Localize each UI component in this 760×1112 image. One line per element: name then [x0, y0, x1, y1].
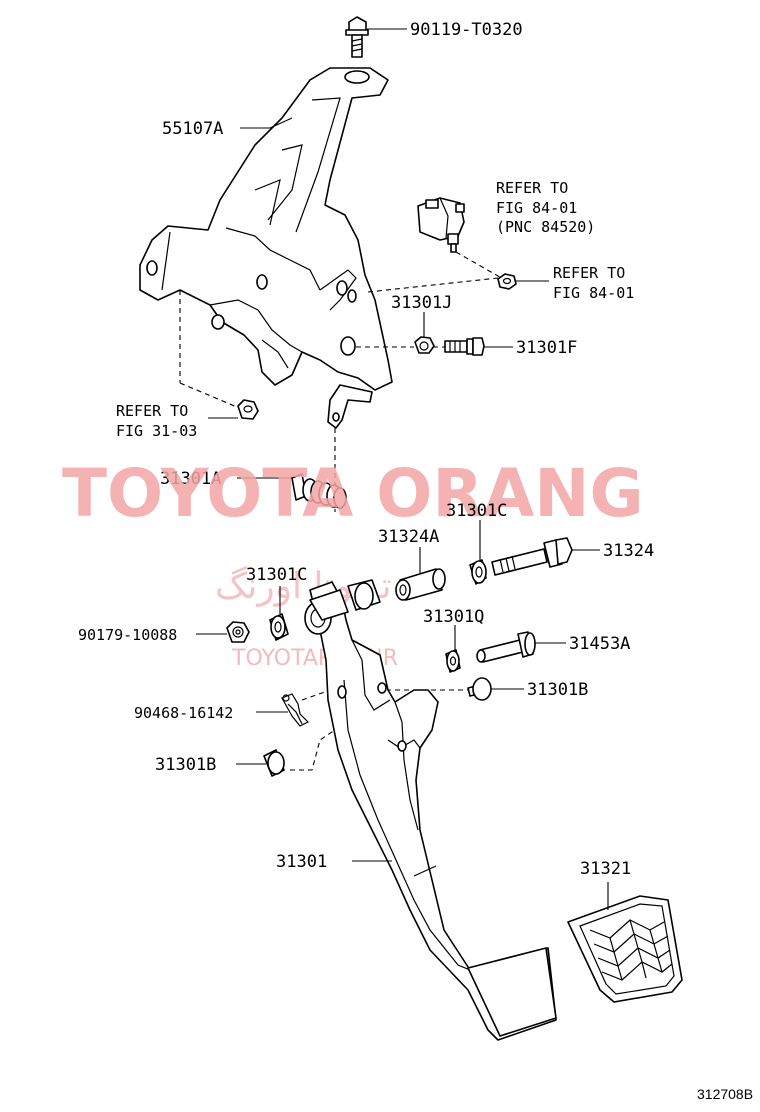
- label-refer-sensor-line3[interactable]: (PNC 84520): [496, 218, 595, 236]
- watermark: TOYOTA ORANG تويوتا اورنگ TOYOTAPART.IR: [62, 455, 644, 671]
- nut-90179-drawing[interactable]: [226, 621, 250, 643]
- label-31301F[interactable]: 31301F: [516, 338, 577, 358]
- pin-31453A-drawing[interactable]: [476, 631, 536, 663]
- bush-31301C-left-drawing[interactable]: [269, 613, 289, 641]
- label-55107A[interactable]: 55107A: [162, 119, 223, 139]
- pedal-pad-31321-drawing[interactable]: [567, 895, 683, 1003]
- bush-31301Q-drawing[interactable]: [445, 649, 461, 673]
- stopper-31301B-left-drawing[interactable]: [263, 749, 285, 777]
- label-refer-left-line1: REFER TO: [116, 402, 188, 420]
- label-refer-sensor-line1: REFER TO: [496, 179, 568, 197]
- nut-31301J-drawing[interactable]: [414, 336, 435, 354]
- bolt-90119-drawing[interactable]: [345, 16, 369, 58]
- label-31321[interactable]: 31321: [580, 859, 631, 879]
- label-31301C-right[interactable]: 31301C: [446, 501, 507, 521]
- label-refer-left-line2[interactable]: FIG 31-03: [116, 422, 197, 440]
- label-90119-T0320[interactable]: 90119-T0320: [410, 20, 523, 40]
- stop-lamp-switch-drawing[interactable]: [417, 197, 465, 253]
- label-refer-sensor-line2[interactable]: FIG 84-01: [496, 199, 577, 217]
- bolt-31324-drawing[interactable]: [491, 537, 573, 576]
- bolt-31301F-drawing[interactable]: [444, 337, 485, 356]
- pad-tread-pattern: [589, 919, 673, 981]
- label-90179-10088[interactable]: 90179-10088: [78, 626, 177, 644]
- diagram-code: 312708B: [697, 1086, 753, 1102]
- label-31324[interactable]: 31324: [603, 541, 654, 561]
- switch-nut-drawing[interactable]: [497, 273, 517, 290]
- refer-31-03-nut-drawing[interactable]: [237, 399, 259, 420]
- stopper-31301B-right-drawing[interactable]: [467, 677, 492, 701]
- collar-31324A-drawing[interactable]: [395, 568, 446, 601]
- label-31301B-left[interactable]: 31301B: [155, 755, 216, 775]
- label-31301J[interactable]: 31301J: [391, 293, 452, 313]
- label-31324A[interactable]: 31324A: [378, 527, 439, 547]
- clip-90468-drawing[interactable]: [281, 693, 310, 727]
- spring-31301A-drawing[interactable]: [291, 473, 347, 509]
- label-refer-nut-line2[interactable]: FIG 84-01: [553, 284, 634, 302]
- label-refer-nut-line1: REFER TO: [553, 264, 625, 282]
- label-31301C-left[interactable]: 31301C: [246, 565, 307, 585]
- watermark-title: TOYOTA ORANG: [62, 455, 644, 532]
- label-31301B-right[interactable]: 31301B: [527, 680, 588, 700]
- pedal-arm-31301-drawing[interactable]: [304, 579, 557, 1041]
- label-31301A[interactable]: 31301A: [160, 469, 221, 489]
- label-31301[interactable]: 31301: [276, 852, 327, 872]
- bush-31301C-right-drawing[interactable]: [469, 559, 487, 585]
- bracket-55107A-drawing[interactable]: [139, 67, 393, 429]
- label-31453A[interactable]: 31453A: [569, 634, 630, 654]
- label-90468-16142[interactable]: 90468-16142: [134, 704, 233, 722]
- label-31301Q[interactable]: 31301Q: [423, 607, 484, 627]
